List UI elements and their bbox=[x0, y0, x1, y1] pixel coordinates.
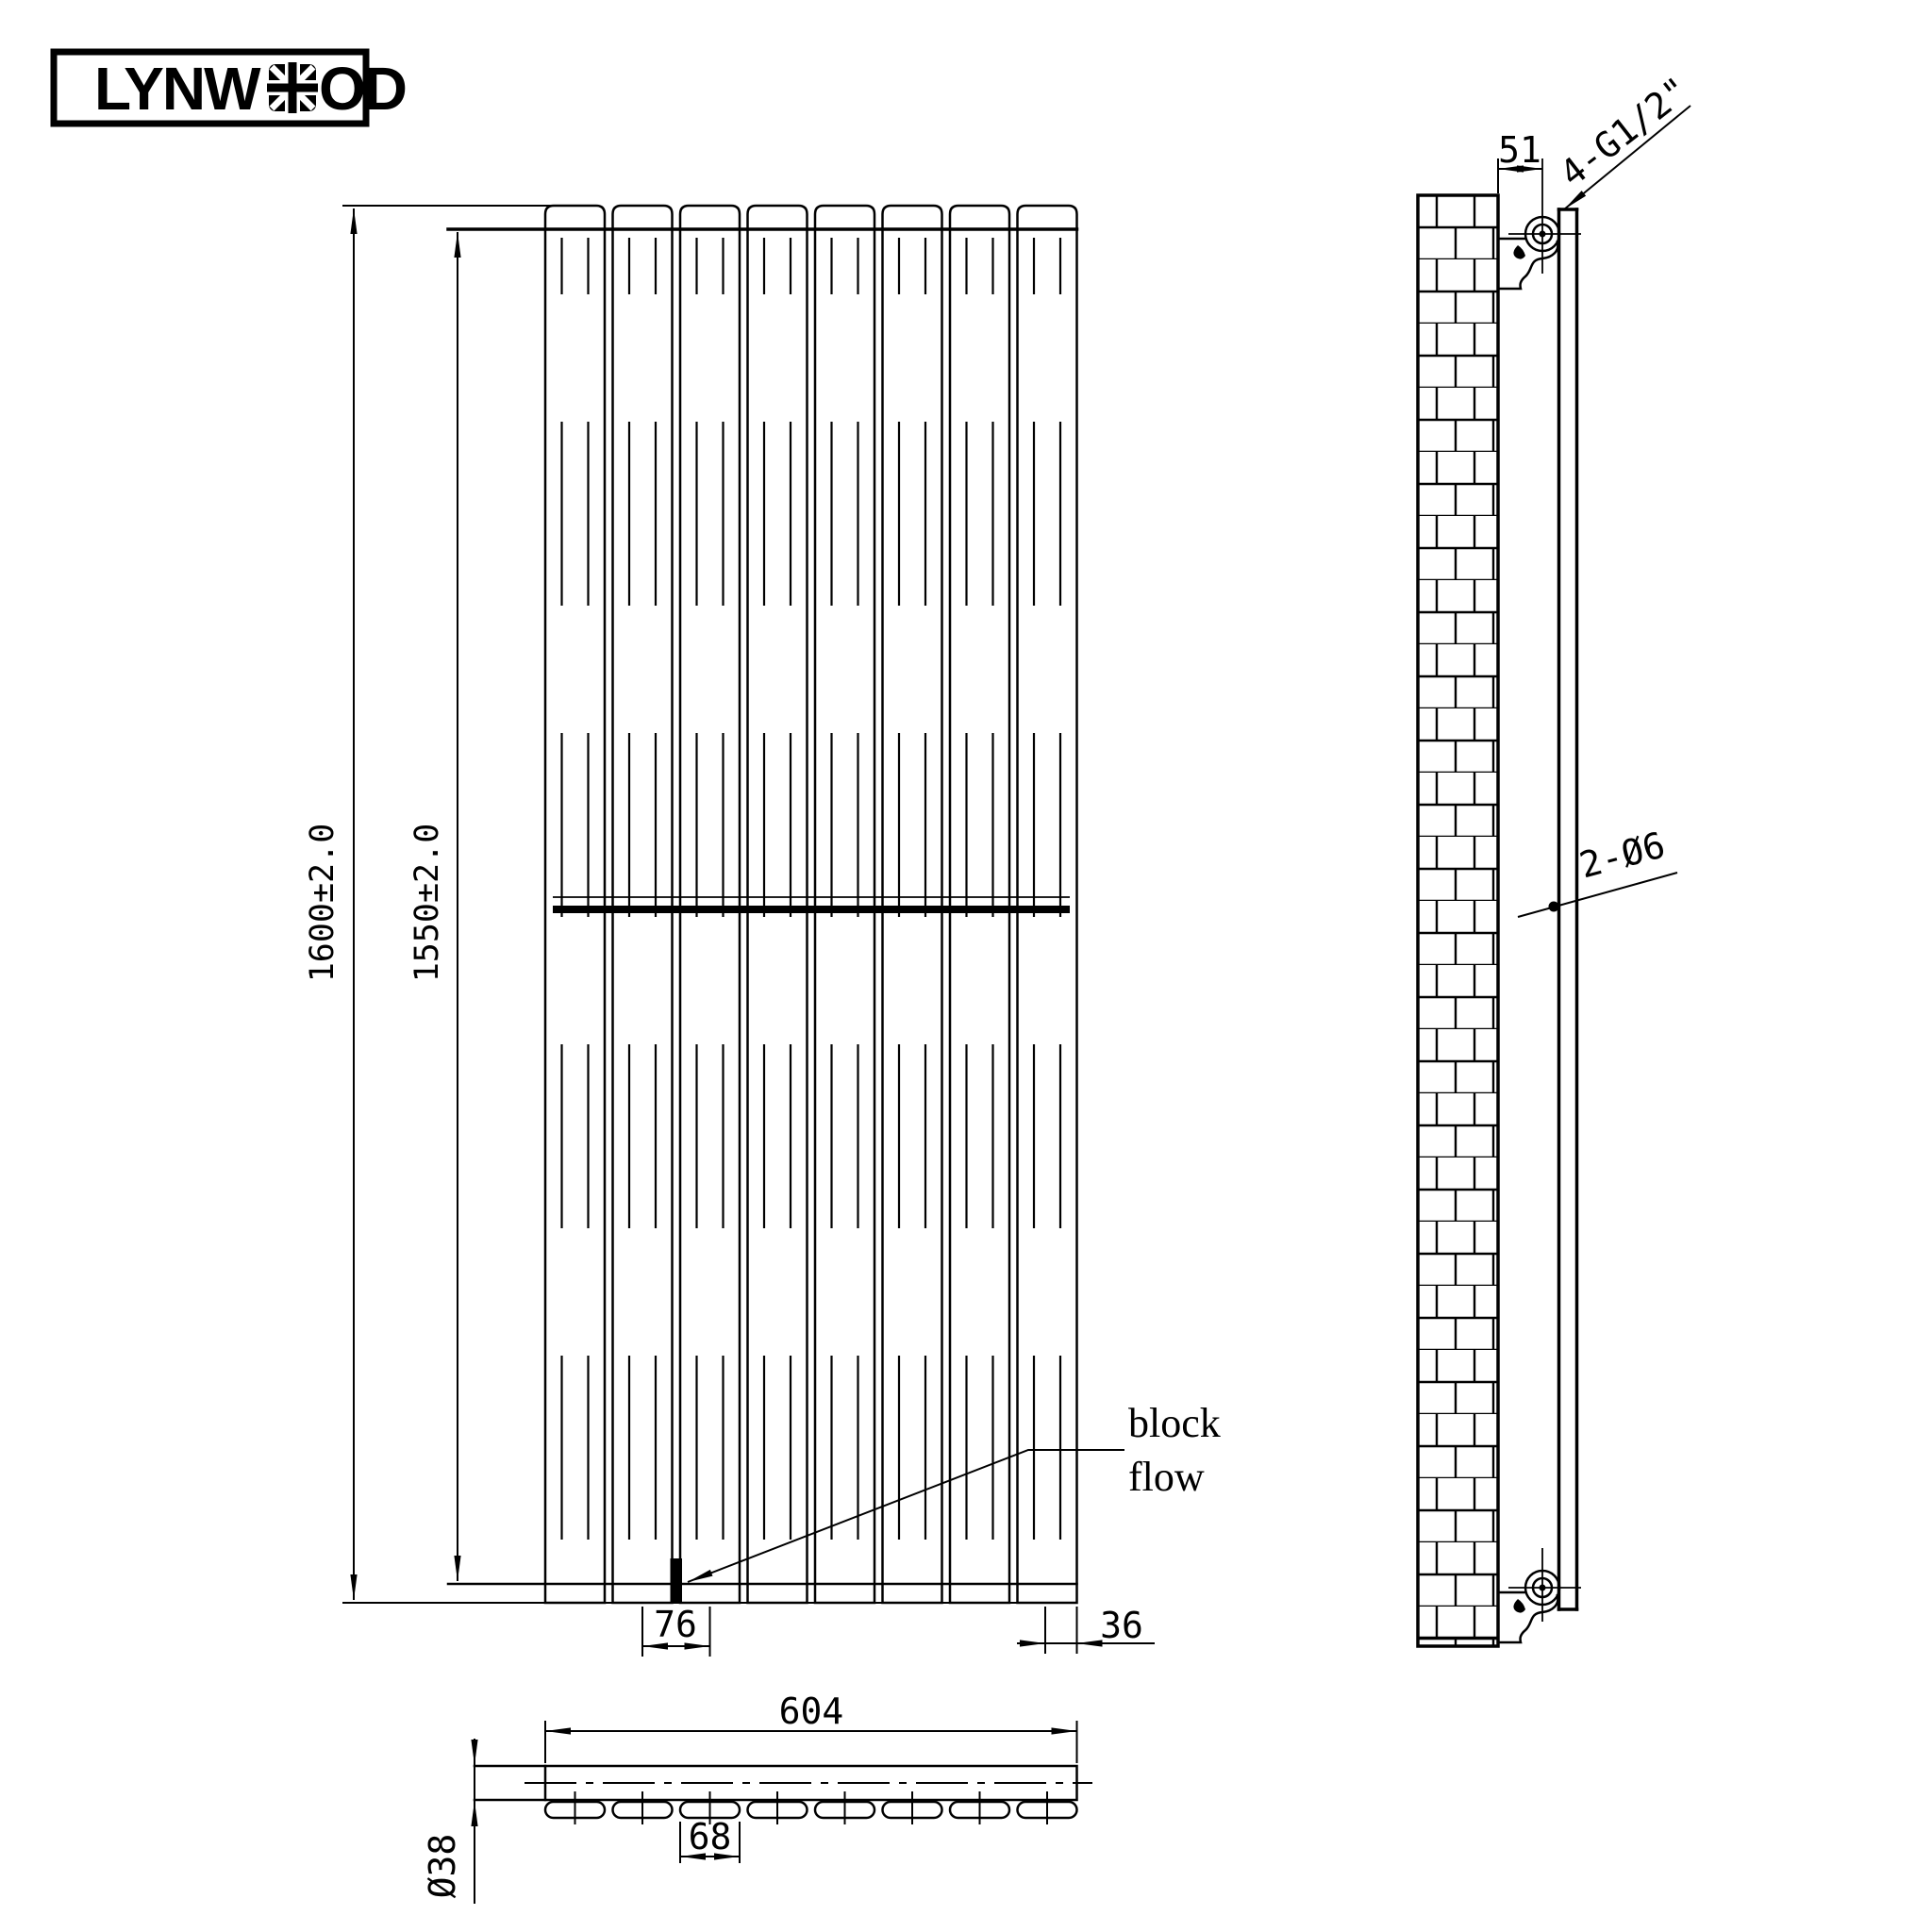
dim-pipe-diameter: Ø38 bbox=[422, 1739, 478, 1904]
dim-panel-pitch-label: 76 bbox=[654, 1604, 697, 1645]
dim-inner-height: 1550±2.0 bbox=[408, 232, 461, 1581]
note-line1: block bbox=[1128, 1400, 1221, 1446]
oval-array bbox=[543, 1790, 1078, 1826]
top-bracket bbox=[1497, 158, 1583, 291]
dim-wall-to-pipe: 51 bbox=[1497, 129, 1542, 193]
mount-hole-point bbox=[1548, 901, 1559, 912]
block-flow-annotation: block flow bbox=[687, 1400, 1221, 1583]
mount-hole-leader: 2-Ø6 bbox=[1517, 824, 1678, 918]
dim-inner-height-label: 1550±2.0 bbox=[408, 824, 446, 983]
label-connections: 4-G1/2" bbox=[1552, 69, 1696, 194]
bottom-bracket bbox=[1497, 1548, 1583, 1644]
wall-outline bbox=[1416, 193, 1500, 1648]
dim-pipe-diameter-label: Ø38 bbox=[422, 1834, 463, 1899]
dim-panel-width-label: 68 bbox=[689, 1816, 732, 1857]
connection-leader: 4-G1/2" bbox=[1552, 69, 1697, 210]
dim-overall-width: 604 bbox=[544, 1690, 1078, 1763]
union-jack-icon bbox=[267, 62, 318, 113]
dim-wall-to-pipe-label: 51 bbox=[1498, 129, 1541, 171]
bottom-view: 604 68 Ø38 bbox=[422, 1690, 1092, 1904]
flow-block-mark bbox=[670, 1558, 682, 1603]
dim-side-offset: 36 bbox=[1017, 1605, 1155, 1654]
brand-logo: LYNW OD bbox=[50, 48, 408, 127]
logo-text-right: OD bbox=[319, 55, 406, 123]
logo-text-left: LYNW bbox=[94, 55, 261, 123]
panel-array bbox=[543, 204, 1078, 1605]
label-mount-holes: 2-Ø6 bbox=[1575, 824, 1670, 886]
dim-overall-height-label: 1600±2.0 bbox=[304, 824, 341, 983]
dim-panel-pitch: 76 bbox=[641, 1604, 711, 1657]
mount-rail-bar bbox=[553, 906, 1070, 913]
panel-side-profile bbox=[1557, 208, 1579, 1611]
dim-side-offset-label: 36 bbox=[1100, 1605, 1143, 1646]
front-view: 1600±2.0 1550±2.0 block flow 76 bbox=[304, 204, 1221, 1657]
side-view: 51 4-G1/2" 2-Ø6 bbox=[1416, 69, 1697, 1648]
dim-panel-width: 68 bbox=[679, 1816, 741, 1863]
dim-overall-width-label: 604 bbox=[779, 1690, 844, 1732]
note-line2: flow bbox=[1128, 1454, 1205, 1500]
dim-overall-height: 1600±2.0 bbox=[304, 208, 358, 1600]
wall-hatch bbox=[1418, 195, 1498, 1646]
